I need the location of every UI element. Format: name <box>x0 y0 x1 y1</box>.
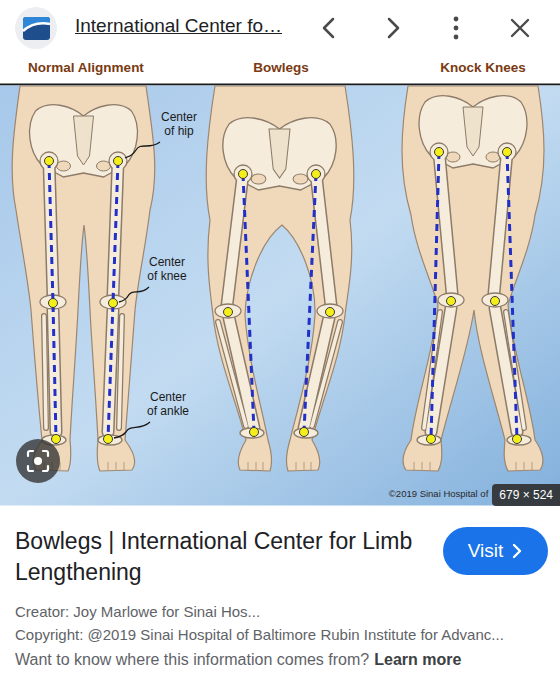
top-bar <box>0 0 560 56</box>
top-bar <box>454 17 459 22</box>
joint-center-dot <box>250 428 259 437</box>
joint-center-dot <box>300 428 309 437</box>
leg-illustration <box>206 86 354 471</box>
joint-center-dot <box>109 299 118 308</box>
lens-button <box>16 439 60 483</box>
leader-line <box>119 287 149 302</box>
callout-label: Center of hip <box>156 110 202 138</box>
mechanical-axis-line <box>431 152 439 439</box>
callout-label: Center of knee <box>144 255 190 283</box>
joint-center-dot <box>45 148 522 444</box>
leg-illustration <box>294 428 318 438</box>
top-bar <box>454 26 459 31</box>
credit-line: Creator: Joy Marlowe for Sinai Hos... <box>15 603 260 620</box>
lens-button <box>16 439 60 483</box>
site-link: International Center fo… <box>75 15 282 37</box>
leg-illustration <box>431 152 517 432</box>
joint-center-dot <box>427 435 436 444</box>
leg-illustration <box>215 304 241 318</box>
leg-illustration <box>438 293 464 307</box>
image-frame <box>0 56 560 85</box>
mechanical-axis-line <box>49 152 517 439</box>
joint-center-dot <box>49 299 58 308</box>
joint-center-dot <box>52 435 61 444</box>
learn-more-link: Learn more <box>374 651 461 669</box>
leg-illustration <box>417 435 441 445</box>
panel-heading: Normal Alignment <box>28 60 144 75</box>
panel-heading: Bowlegs <box>253 60 309 75</box>
leg-illustration <box>44 462 532 471</box>
chevron-icon <box>511 543 523 559</box>
joint-center-dot <box>45 157 54 166</box>
panel-heading: Knock Knees <box>440 60 526 75</box>
joint-center-dot <box>312 170 321 179</box>
top-bar <box>23 23 50 31</box>
top-bar <box>324 19 333 37</box>
lens-button <box>34 457 42 465</box>
top-bar <box>389 19 398 37</box>
joint-center-dot <box>447 297 456 306</box>
mechanical-axis-line <box>304 174 316 432</box>
page-title: Bowlegs | International Center for Limb … <box>15 526 420 588</box>
leg-illustration <box>317 304 343 318</box>
joint-center-dot <box>239 170 248 179</box>
leg-illustration <box>44 316 122 428</box>
mechanical-axis-line <box>507 152 517 439</box>
joint-center-dot <box>513 435 522 444</box>
image-frame <box>0 84 560 86</box>
joint-center-dot <box>326 308 335 317</box>
credit-line: Copyright: @2019 Sinai Hospital of Balti… <box>15 626 504 643</box>
button-label: Visit <box>468 540 504 562</box>
image-size-badge: 679 × 524 <box>492 484 560 506</box>
leg-illustration <box>240 428 264 438</box>
info-note: Want to know where this information come… <box>15 651 369 669</box>
leg-illustration <box>12 86 155 471</box>
leg-illustration <box>507 435 531 445</box>
top-bar <box>15 7 57 49</box>
leader-line <box>125 142 160 158</box>
image-frame <box>0 86 560 506</box>
joint-center-dot <box>435 148 444 157</box>
chevron-icon <box>514 545 520 557</box>
top-bar <box>512 20 528 36</box>
leg-illustration <box>218 322 340 426</box>
badge-text: 679 × 524 <box>499 488 553 502</box>
lens-button <box>28 451 48 471</box>
joint-center-dot <box>503 148 512 157</box>
leg-illustration <box>482 293 508 307</box>
joint-center-dot <box>104 435 113 444</box>
joint-center-dot <box>491 297 500 306</box>
callout-label: Center of ankle <box>145 390 191 418</box>
leg-illustration <box>12 86 544 471</box>
joint-center-dot <box>224 308 233 317</box>
leg-illustration <box>431 152 517 432</box>
leg-illustration <box>424 312 524 428</box>
image-frame <box>0 56 560 506</box>
joint-center-dot <box>114 157 123 166</box>
leader-line <box>114 422 150 438</box>
mechanical-axis-line <box>108 161 118 439</box>
mechanical-axis-line <box>243 174 254 432</box>
copyright-watermark: ©2019 Sinai Hospital of <box>389 488 488 499</box>
top-bar <box>0 0 560 56</box>
top-bar <box>23 17 50 40</box>
top-bar <box>23 17 50 30</box>
visit-button: Visit <box>443 527 548 575</box>
top-bar <box>454 35 459 40</box>
leg-illustration <box>402 86 544 471</box>
